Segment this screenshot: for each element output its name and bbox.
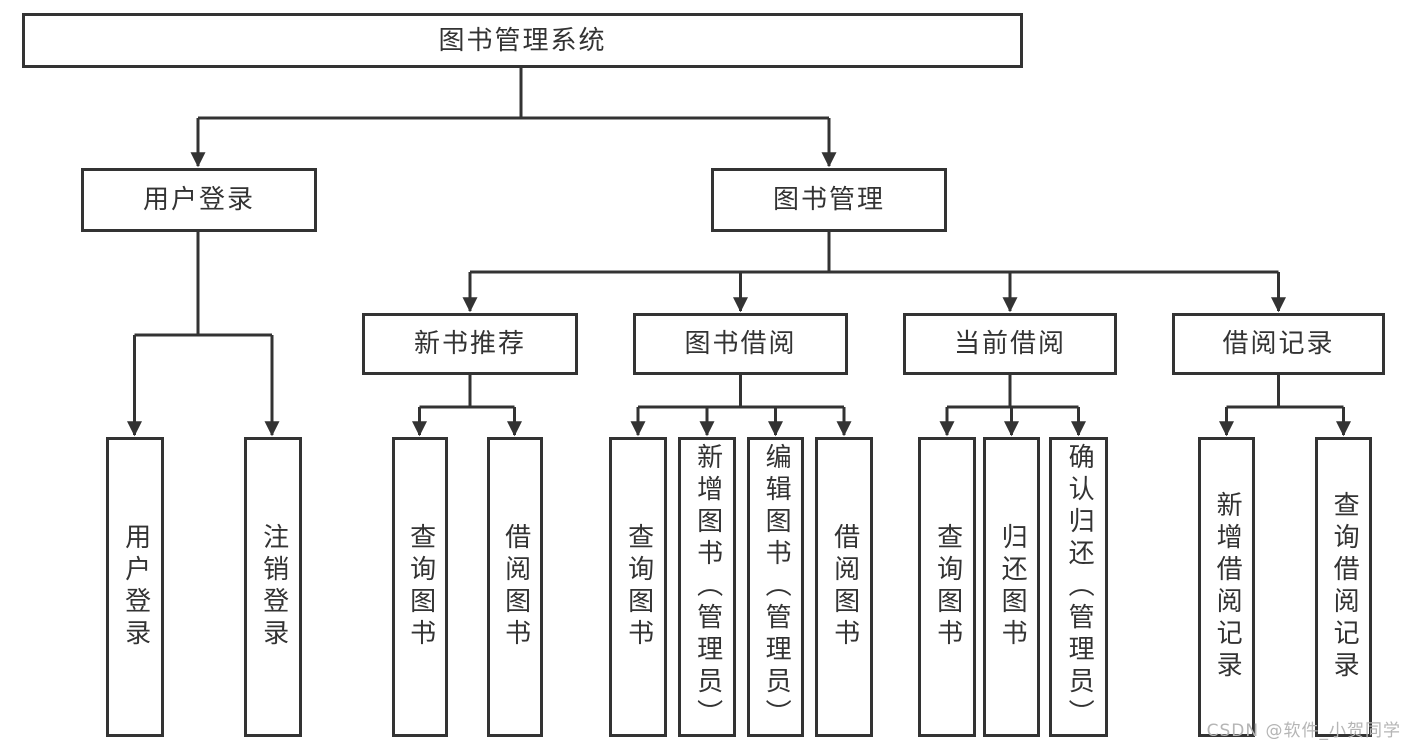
node-label: 新增借阅记录 [1212,491,1243,683]
node-label: 查询图书 [623,523,654,651]
node-label: 新增图书（管理员） [692,443,723,731]
node-book-borrow: 图书借阅 [633,313,848,375]
node-label: 确认归还（管理员） [1064,443,1095,731]
node-borrow-records: 借阅记录 [1172,313,1385,375]
leaf-current-confirm-return-admin: 确认归还（管理员） [1049,437,1108,737]
node-label: 用户登录 [142,185,255,215]
node-label: 当前借阅 [953,329,1066,359]
node-library-system: 图书管理系统 [22,13,1023,68]
leaf-current-return-books: 归还图书 [983,437,1040,737]
node-label: 新书推荐 [413,329,526,359]
connector-recommend-rail [419,375,515,409]
leaf-borrow-query-books: 查询图书 [609,437,667,737]
leaf-user-login: 用户登录 [106,437,164,737]
node-current-borrow: 当前借阅 [903,313,1117,375]
connector-root-rail [198,68,829,120]
leaf-recommend-query-books: 查询图书 [392,437,448,737]
node-label: 用户登录 [120,523,151,651]
node-user-login: 用户登录 [81,168,317,232]
leaf-borrow-edit-books-admin: 编辑图书（管理员） [747,437,804,737]
node-new-book-recommend: 新书推荐 [362,313,578,375]
connector-records-rail [1226,375,1344,409]
connector-borrow-rail [638,375,844,409]
connector-book-management-rail [470,232,1279,274]
leaf-recommend-borrow-books: 借阅图书 [487,437,543,737]
node-label: 图书管理系统 [438,25,607,56]
node-label: 查询图书 [932,523,963,651]
connector-current-rail [947,375,1079,409]
leaf-current-query-books: 查询图书 [918,437,976,737]
leaf-borrow-borrow-books: 借阅图书 [815,437,873,737]
node-label: 注销登录 [258,523,289,651]
leaf-logout: 注销登录 [244,437,302,737]
node-label: 查询借阅记录 [1329,491,1360,683]
node-label: 编辑图书（管理员） [761,443,792,731]
watermark: CSDN @软件_小贺同学 [1206,721,1401,741]
node-label: 借阅图书 [829,523,860,651]
node-label: 图书借阅 [684,329,797,359]
leaf-borrow-add-books-admin: 新增图书（管理员） [678,437,736,737]
connector-user-login-rail [134,232,272,337]
node-label: 借阅记录 [1222,329,1335,359]
leaf-records-add-record: 新增借阅记录 [1198,437,1255,737]
node-label: 归还图书 [997,523,1028,651]
node-book-management: 图书管理 [711,168,947,232]
node-label: 图书管理 [772,185,885,215]
node-label: 借阅图书 [500,523,531,651]
leaf-records-query-record: 查询借阅记录 [1315,437,1372,737]
node-label: 查询图书 [405,523,436,651]
